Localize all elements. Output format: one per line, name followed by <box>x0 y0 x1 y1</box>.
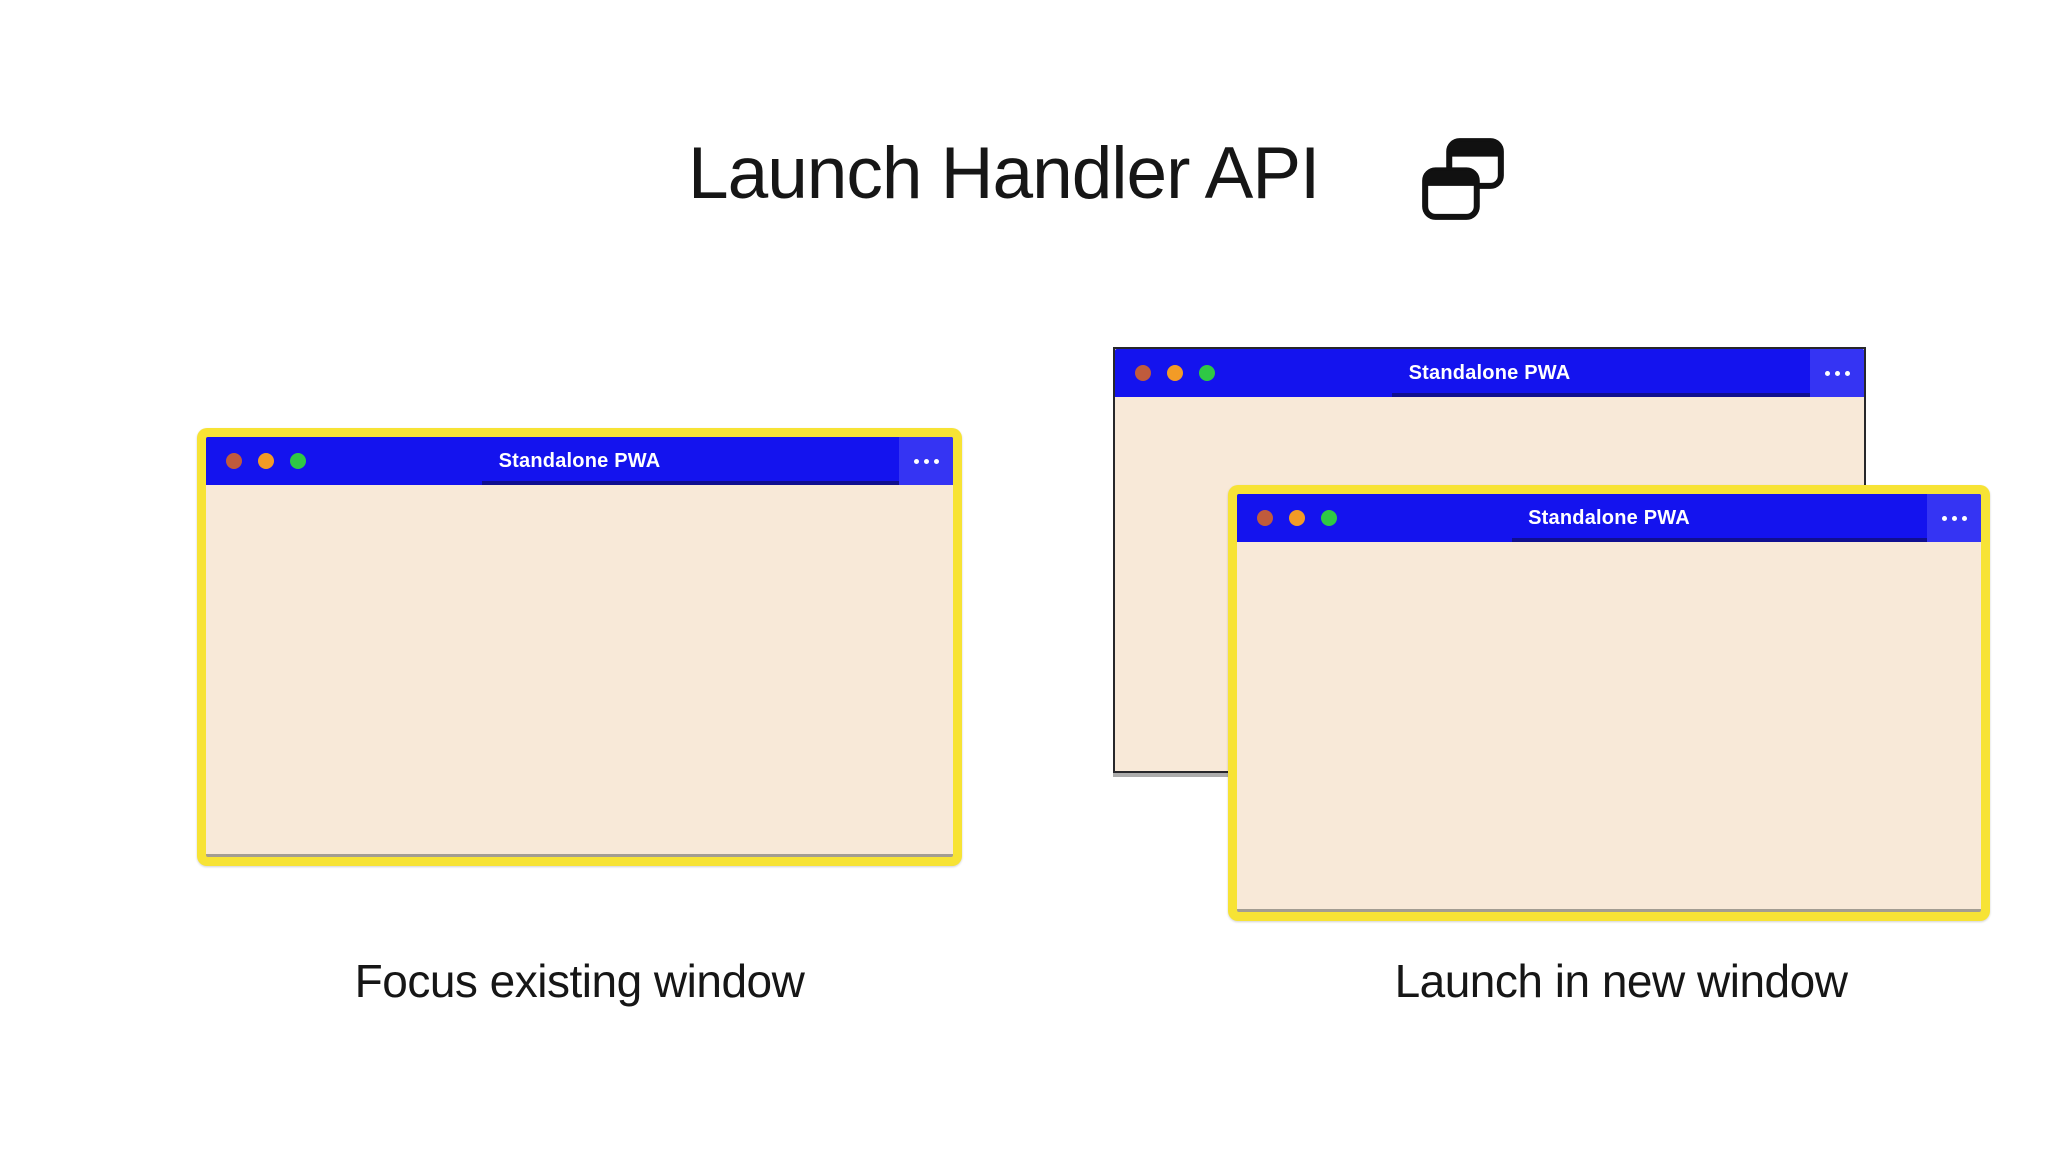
ellipsis-icon <box>1844 370 1850 376</box>
minimize-button[interactable] <box>1167 365 1183 381</box>
window-titlebar[interactable]: Standalone PWA <box>1237 494 1981 542</box>
window-frame: Standalone PWA <box>206 437 953 857</box>
ellipsis-icon <box>1941 515 1947 521</box>
ellipsis-icon <box>1824 370 1830 376</box>
ellipsis-icon <box>1951 515 1957 521</box>
window-content <box>206 485 953 854</box>
overflow-menu-button[interactable] <box>899 437 953 485</box>
window-frame: Standalone PWA <box>1237 494 1981 912</box>
overlapping-windows-icon <box>1420 136 1506 222</box>
zoom-button[interactable] <box>1199 365 1215 381</box>
close-button[interactable] <box>1135 365 1151 381</box>
close-button[interactable] <box>1257 510 1273 526</box>
close-button[interactable] <box>226 453 242 469</box>
caption-launch-new: Launch in new window <box>1394 955 1848 1007</box>
window-title: Standalone PWA <box>498 450 661 472</box>
ellipsis-icon <box>913 458 919 464</box>
ellipsis-icon <box>1834 370 1840 376</box>
ellipsis-icon <box>933 458 939 464</box>
traffic-lights <box>1135 365 1215 381</box>
window-titlebar[interactable]: Standalone PWA <box>206 437 953 485</box>
ellipsis-icon <box>923 458 929 464</box>
overflow-menu-button[interactable] <box>1810 349 1864 397</box>
minimize-button[interactable] <box>258 453 274 469</box>
page-title: Launch Handler API <box>688 133 1320 214</box>
window-titlebar[interactable]: Standalone PWA <box>1115 349 1864 397</box>
caption-focus-existing: Focus existing window <box>354 955 805 1007</box>
ellipsis-icon <box>1961 515 1967 521</box>
minimize-button[interactable] <box>1289 510 1305 526</box>
traffic-lights <box>1257 510 1337 526</box>
zoom-button[interactable] <box>1321 510 1337 526</box>
window-content <box>1237 542 1981 909</box>
window-title: Standalone PWA <box>1528 507 1690 529</box>
zoom-button[interactable] <box>290 453 306 469</box>
pwa-window-focused: Standalone PWA <box>197 428 962 866</box>
traffic-lights <box>226 453 306 469</box>
pwa-window-new: Standalone PWA <box>1228 485 1990 921</box>
overflow-menu-button[interactable] <box>1927 494 1981 542</box>
window-title: Standalone PWA <box>1408 362 1571 384</box>
